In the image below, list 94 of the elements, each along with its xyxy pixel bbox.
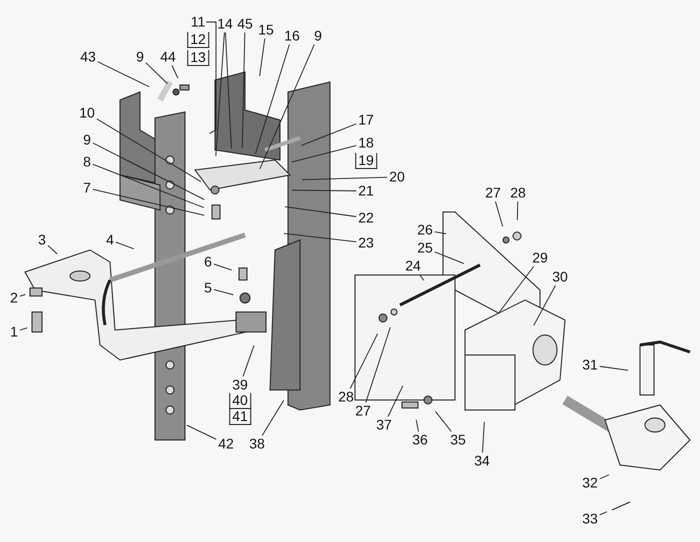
leader-line bbox=[416, 419, 419, 432]
leader-line bbox=[215, 32, 225, 156]
callout-number: 22 bbox=[357, 210, 375, 226]
leader-line bbox=[19, 327, 28, 331]
callout-number: 37 bbox=[375, 418, 393, 432]
leader-line bbox=[242, 32, 246, 148]
callout-number: 2 bbox=[9, 290, 19, 306]
callout-number: 45 bbox=[236, 16, 254, 32]
callout-number: 15 bbox=[257, 22, 275, 38]
callout-number: 32 bbox=[581, 476, 599, 490]
callout-number: 25 bbox=[416, 240, 434, 256]
callout-number: 13 bbox=[187, 50, 209, 66]
callout-number: 26 bbox=[416, 222, 434, 238]
callout-number: 7 bbox=[82, 180, 92, 196]
leader-line bbox=[213, 289, 234, 296]
callout-number: 9 bbox=[135, 50, 145, 64]
leader-line bbox=[516, 201, 518, 220]
leader-line bbox=[498, 266, 534, 313]
leader-line bbox=[97, 61, 150, 88]
callout-number: 24 bbox=[404, 258, 422, 274]
callout-number: 34 bbox=[473, 454, 491, 468]
callout-number: 17 bbox=[357, 112, 375, 128]
callout-number: 28 bbox=[337, 390, 355, 404]
callout-number: 28 bbox=[509, 186, 527, 200]
callout-number: 41 bbox=[229, 409, 251, 425]
leader-line bbox=[300, 123, 357, 146]
leader-line bbox=[242, 344, 254, 377]
leader-line bbox=[418, 274, 424, 281]
leader-line bbox=[206, 22, 216, 134]
callout-number: 30 bbox=[551, 270, 569, 284]
leader-line bbox=[599, 474, 610, 480]
callout-number: 39 bbox=[231, 378, 249, 392]
callout-number: 8 bbox=[82, 154, 92, 170]
callout-number: 19 bbox=[355, 153, 377, 169]
leader-line bbox=[255, 44, 290, 154]
leader-line bbox=[186, 424, 217, 440]
callout-number: 12 bbox=[187, 32, 209, 48]
leader-line bbox=[96, 118, 202, 182]
callout-number: 20 bbox=[388, 170, 406, 184]
leader-line bbox=[365, 326, 391, 403]
leader-line bbox=[495, 201, 504, 227]
leader-line bbox=[92, 142, 205, 200]
leader-line bbox=[172, 65, 178, 79]
callout-number: 18 bbox=[357, 136, 375, 150]
callout-number: 9 bbox=[313, 28, 323, 44]
callout-number: 5 bbox=[203, 280, 213, 296]
callout-number: 44 bbox=[159, 50, 177, 64]
leader-line bbox=[19, 294, 26, 297]
callout-number: 27 bbox=[354, 404, 372, 418]
callout-number: 35 bbox=[449, 432, 467, 448]
leader-line bbox=[533, 285, 556, 326]
leader-line bbox=[292, 190, 357, 192]
callout-number: 9 bbox=[82, 132, 92, 148]
leader-line bbox=[482, 422, 485, 453]
leader-line bbox=[145, 62, 168, 84]
leader-line bbox=[291, 145, 357, 162]
callout-number: 23 bbox=[357, 236, 375, 250]
callout-number: 40 bbox=[229, 393, 251, 409]
leader-line bbox=[434, 410, 452, 432]
callout-number: 14 bbox=[216, 16, 234, 32]
callout-number: 29 bbox=[531, 250, 549, 266]
leader-line bbox=[388, 385, 404, 417]
callout-number: 11 bbox=[190, 14, 206, 30]
callout-number: 10 bbox=[78, 106, 96, 120]
leader-line bbox=[92, 164, 204, 208]
callout-number: 38 bbox=[248, 436, 266, 452]
leader-line bbox=[259, 38, 266, 77]
leader-line bbox=[284, 206, 357, 218]
callout-number: 36 bbox=[411, 432, 429, 448]
callout-number: 27 bbox=[484, 186, 502, 200]
callout-number: 16 bbox=[283, 28, 301, 44]
callout-number: 6 bbox=[203, 254, 213, 270]
callout-number: 43 bbox=[79, 50, 97, 64]
leader-line bbox=[92, 188, 205, 216]
callout-number: 31 bbox=[581, 358, 599, 372]
leader-line bbox=[259, 44, 315, 170]
callout-number: 1 bbox=[9, 324, 19, 340]
leader-line bbox=[225, 32, 232, 148]
leader-line bbox=[262, 400, 284, 436]
leader-line bbox=[434, 251, 464, 264]
callout-number: 4 bbox=[105, 232, 115, 248]
callout-number: 3 bbox=[37, 232, 47, 248]
leader-line bbox=[213, 264, 232, 271]
leader-line bbox=[283, 232, 357, 242]
leader-line bbox=[599, 366, 629, 371]
callout-number: 21 bbox=[357, 184, 375, 198]
leader-line bbox=[47, 244, 58, 254]
leader-line bbox=[434, 231, 447, 234]
leader-line bbox=[350, 333, 378, 389]
callout-number: 42 bbox=[217, 436, 235, 452]
callout-number: 33 bbox=[581, 512, 599, 526]
leader-line bbox=[302, 176, 388, 180]
leader-line bbox=[115, 242, 134, 250]
leader-line bbox=[599, 511, 608, 516]
